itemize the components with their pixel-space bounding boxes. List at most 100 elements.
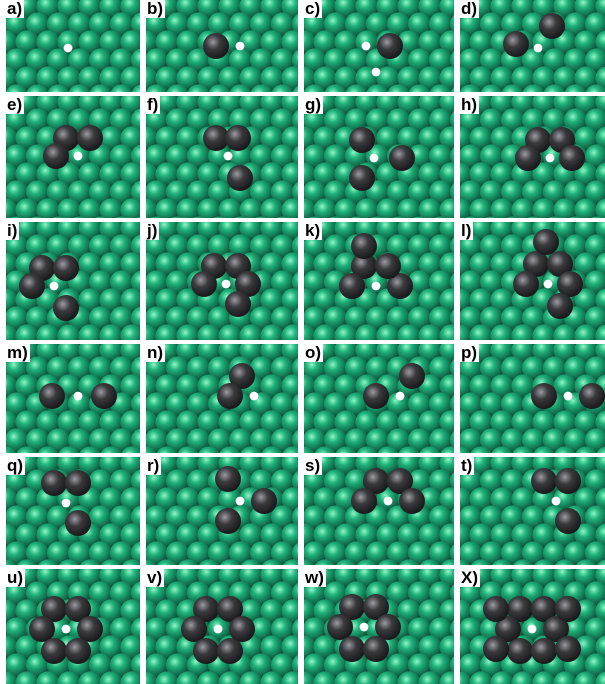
panel-k: k)	[304, 222, 454, 340]
panel-a: a)	[6, 0, 140, 92]
panel-h: h)	[460, 96, 605, 218]
adatom	[533, 229, 559, 255]
site-marker	[74, 392, 83, 401]
surface-model	[460, 96, 605, 218]
adatom	[349, 127, 375, 153]
adatom	[399, 488, 425, 514]
adatom	[65, 638, 91, 664]
panel-label: f)	[146, 96, 160, 114]
panel-label: p)	[460, 344, 479, 362]
adatom	[555, 468, 581, 494]
surface-model	[6, 96, 140, 218]
adatom	[225, 125, 251, 151]
substrate-layer	[6, 0, 140, 92]
panel-l: l)	[460, 222, 605, 340]
site-marker	[64, 44, 73, 53]
adatom	[53, 295, 79, 321]
panel-x: X)	[460, 569, 605, 684]
panel-p: p)	[460, 344, 605, 453]
substrate-layer	[460, 0, 605, 92]
panel-label: i)	[6, 222, 19, 240]
adatom	[399, 363, 425, 389]
panel-label: n)	[146, 344, 165, 362]
adatom	[349, 165, 375, 191]
adatom	[531, 638, 557, 664]
adatom	[203, 33, 229, 59]
adatom	[217, 638, 243, 664]
site-marker	[528, 625, 537, 634]
surface-model	[460, 0, 605, 92]
adatom	[363, 383, 389, 409]
adatom	[41, 638, 67, 664]
site-marker	[250, 392, 259, 401]
site-marker	[236, 42, 245, 51]
site-marker	[222, 280, 231, 289]
adatom	[351, 233, 377, 259]
panel-q: q)	[6, 457, 140, 565]
panel-label: a)	[6, 0, 24, 18]
surface-model	[6, 222, 140, 340]
adatom	[191, 271, 217, 297]
adatom	[225, 291, 251, 317]
adatom	[547, 293, 573, 319]
site-marker	[50, 282, 59, 291]
adatom	[515, 145, 541, 171]
panel-label: k)	[304, 222, 322, 240]
adatom	[559, 145, 585, 171]
adatom	[41, 470, 67, 496]
panel-j: j)	[146, 222, 298, 340]
adatom	[555, 508, 581, 534]
adatom	[77, 616, 103, 642]
surface-model	[304, 222, 454, 340]
surface-model	[304, 0, 454, 92]
panel-label: o)	[304, 344, 323, 362]
panel-label: X)	[460, 569, 480, 587]
panel-b: b)	[146, 0, 298, 92]
surface-model	[304, 569, 454, 684]
panel-label: j)	[146, 222, 159, 240]
adatom	[339, 273, 365, 299]
substrate-layer	[6, 569, 140, 684]
adatom	[229, 616, 255, 642]
surface-model	[6, 457, 140, 565]
panel-f: f)	[146, 96, 298, 218]
surface-model	[146, 457, 298, 565]
site-marker	[534, 44, 543, 53]
panel-label: d)	[460, 0, 479, 18]
site-marker	[224, 152, 233, 161]
surface-model	[304, 344, 454, 453]
substrate-layer	[146, 222, 298, 340]
surface-model	[146, 569, 298, 684]
adatom	[215, 466, 241, 492]
panel-v: v)	[146, 569, 298, 684]
adatom	[363, 636, 389, 662]
adatom	[555, 636, 581, 662]
adatom	[217, 383, 243, 409]
adatom	[375, 253, 401, 279]
adatom	[227, 165, 253, 191]
adatom	[181, 616, 207, 642]
adatom	[531, 383, 557, 409]
adatom	[513, 271, 539, 297]
site-marker	[214, 625, 223, 634]
adatom	[483, 596, 509, 622]
adatom	[555, 596, 581, 622]
adatom	[483, 636, 509, 662]
site-marker	[74, 152, 83, 161]
adatom	[327, 614, 353, 640]
adatom	[29, 616, 55, 642]
panel-label: v)	[146, 569, 164, 587]
site-marker	[546, 154, 555, 163]
site-marker	[564, 392, 573, 401]
site-marker	[552, 497, 561, 506]
adatom	[377, 33, 403, 59]
adatom	[531, 468, 557, 494]
panel-label: r)	[146, 457, 161, 475]
site-marker	[370, 154, 379, 163]
site-marker	[62, 499, 71, 508]
substrate-layer	[304, 96, 454, 218]
surface-model	[146, 96, 298, 218]
panel-i: i)	[6, 222, 140, 340]
panel-label: h)	[460, 96, 479, 114]
